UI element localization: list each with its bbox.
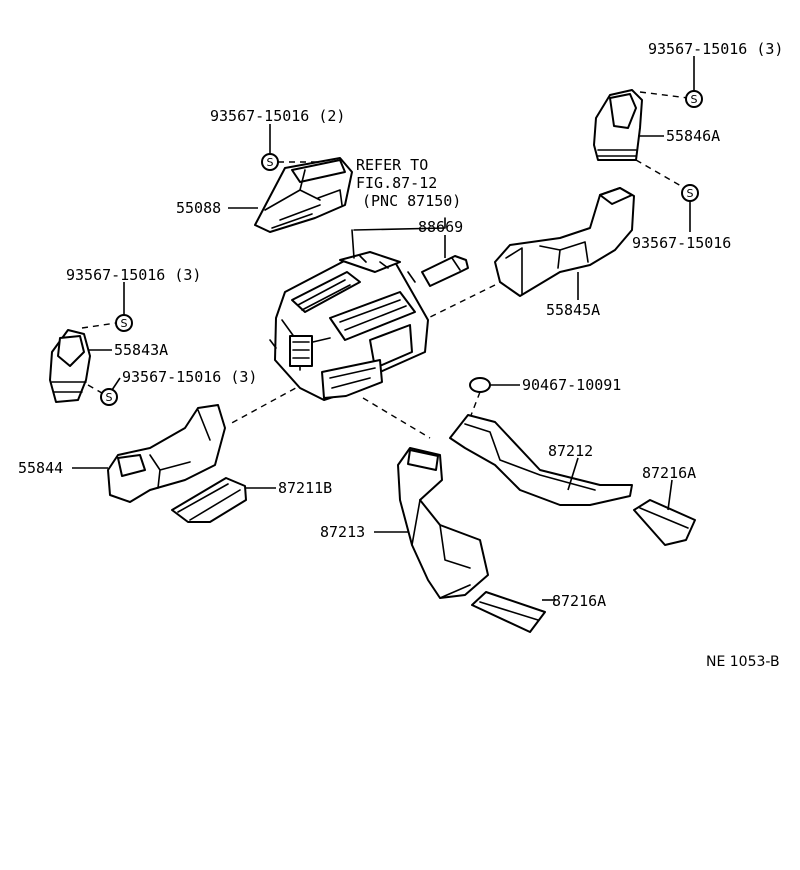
part-labels: 93567-15016 (3) 93567-15016 (2) REFER TO… — [18, 40, 783, 670]
label-diagram-code: NE 1053-B — [706, 654, 780, 670]
label-87213: 87213 — [320, 523, 365, 541]
hose-88669 — [421, 255, 469, 287]
label-90467-10091: 90467-10091 — [522, 376, 621, 394]
duct-55845A — [494, 187, 635, 297]
label-55843A: 55843A — [114, 341, 168, 359]
svg-text:S: S — [121, 317, 128, 330]
label-bolt-left-lower: 93567-15016 (3) — [122, 368, 257, 386]
assembly-dashed-lines — [81, 91, 689, 439]
label-refer-line1: REFER TO — [356, 156, 428, 174]
screw-symbol-top-right: S — [685, 90, 703, 108]
register-87211B — [171, 477, 247, 523]
duct-55843A — [49, 329, 91, 403]
label-refer-line3: (PNC 87150) — [362, 192, 461, 210]
duct-55844 — [107, 404, 226, 503]
svg-text:S: S — [687, 187, 694, 200]
label-bolt-right-mid: 93567-15016 — [632, 234, 731, 252]
label-87211B: 87211B — [278, 479, 332, 497]
register-87216A-lower — [471, 591, 546, 633]
label-bolt-top-right: 93567-15016 (3) — [648, 40, 783, 58]
svg-text:S: S — [691, 93, 698, 106]
label-88669: 88669 — [418, 218, 463, 236]
svg-text:S: S — [267, 156, 274, 169]
duct-55088 — [254, 157, 353, 233]
label-55088: 55088 — [176, 199, 221, 217]
duct-55846A — [593, 89, 643, 161]
register-87216A-right — [633, 499, 696, 546]
screw-symbol-right-mid: S — [681, 184, 699, 202]
screw-symbol-upper-left: S — [261, 153, 279, 171]
duct-87212 — [449, 414, 633, 506]
label-55844: 55844 — [18, 459, 63, 477]
svg-text:S: S — [106, 391, 113, 404]
label-bolt-upper-left: 93567-15016 (2) — [210, 107, 345, 125]
label-bolt-left: 93567-15016 (3) — [66, 266, 201, 284]
heater-unit-assembly — [269, 217, 446, 401]
screw-symbol-left-lower: S — [100, 388, 118, 406]
label-55846A: 55846A — [666, 127, 720, 145]
leader-lines — [72, 56, 695, 601]
label-87212: 87212 — [548, 442, 593, 460]
duct-87213 — [397, 447, 489, 599]
clip-90467-10091 — [469, 377, 491, 393]
label-refer-line2: FIG.87-12 — [356, 174, 437, 192]
label-87216A-lower: 87216A — [552, 592, 606, 610]
label-55845A: 55845A — [546, 301, 600, 319]
label-87216A-right: 87216A — [642, 464, 696, 482]
screw-symbol-left: S — [115, 314, 133, 332]
